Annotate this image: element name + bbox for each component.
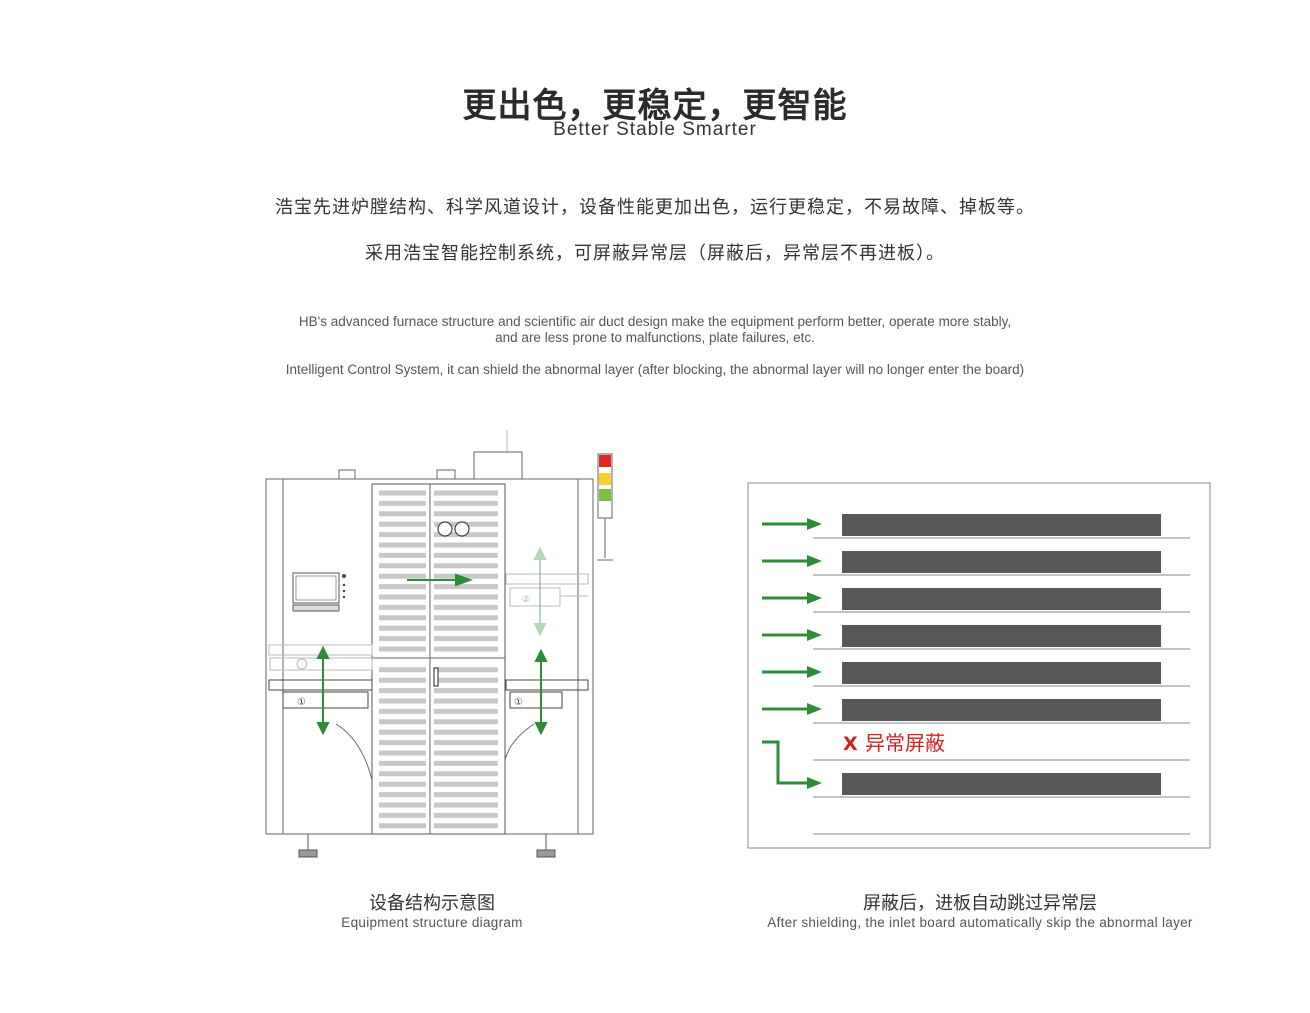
left-caption-cn: 设备结构示意图 — [369, 893, 495, 914]
inlet-arrow-head — [807, 629, 822, 641]
layer-shielding-diagram: X 异常屏蔽 — [747, 482, 1211, 849]
skip-arrow-head — [807, 777, 822, 789]
inlet-arrow-head — [807, 518, 822, 530]
board — [842, 625, 1161, 647]
lift-arrow-right-upper — [533, 546, 547, 637]
inlet-arrow-head — [807, 666, 822, 678]
board — [842, 588, 1161, 610]
marker-1-left: ① — [297, 697, 306, 708]
intro-en-line-1b: and are less prone to malfunctions, plat… — [495, 330, 815, 345]
equipment-structure-diagram: ② ① ① — [265, 430, 613, 858]
board — [842, 551, 1161, 573]
lift-arrow-right — [534, 648, 548, 736]
board — [842, 514, 1161, 536]
marker-1-right: ① — [514, 697, 523, 708]
page-title: 更出色，更稳定，更智能 — [462, 86, 848, 126]
intro-en-line-2: Intelligent Control System, it can shiel… — [285, 362, 1025, 377]
inlet-arrow-head — [807, 592, 822, 604]
right-caption-en: After shielding, the inlet board automat… — [767, 915, 1193, 930]
board — [842, 662, 1161, 684]
left-caption-en: Equipment structure diagram — [341, 915, 523, 930]
tower-light-green — [599, 489, 611, 501]
intro-cn-line-2: 采用浩宝智能控制系统，可屏蔽异常层（屏蔽后，异常层不再进板）。 — [365, 243, 945, 264]
page-subtitle: Better Stable Smarter — [553, 119, 757, 140]
board — [842, 699, 1161, 721]
transfer-arrow — [407, 573, 473, 587]
inlet-arrow-head — [807, 703, 822, 715]
inlet-arrow-head — [807, 555, 822, 567]
abnormal-shield-label: 异常屏蔽 — [865, 731, 945, 755]
abnormal-x-mark: X — [843, 733, 858, 755]
cabinet-louvers-left — [379, 490, 426, 829]
cabinet-louvers-right — [434, 490, 498, 829]
intro-en-line-1a: HB's advanced furnace structure and scie… — [298, 314, 1012, 329]
lift-arrow-left — [316, 645, 330, 736]
board — [842, 773, 1161, 795]
marker-2: ② — [522, 595, 530, 605]
tower-light-yellow — [599, 473, 611, 485]
intro-cn-line-1: 浩宝先进炉膛结构、科学风道设计，设备性能更加出色，运行更稳定，不易故障、掉板等。 — [275, 197, 1035, 218]
tower-light-red — [599, 455, 611, 467]
right-caption-cn: 屏蔽后，进板自动跳过异常层 — [863, 893, 1097, 914]
skip-arrow-path — [762, 740, 809, 785]
